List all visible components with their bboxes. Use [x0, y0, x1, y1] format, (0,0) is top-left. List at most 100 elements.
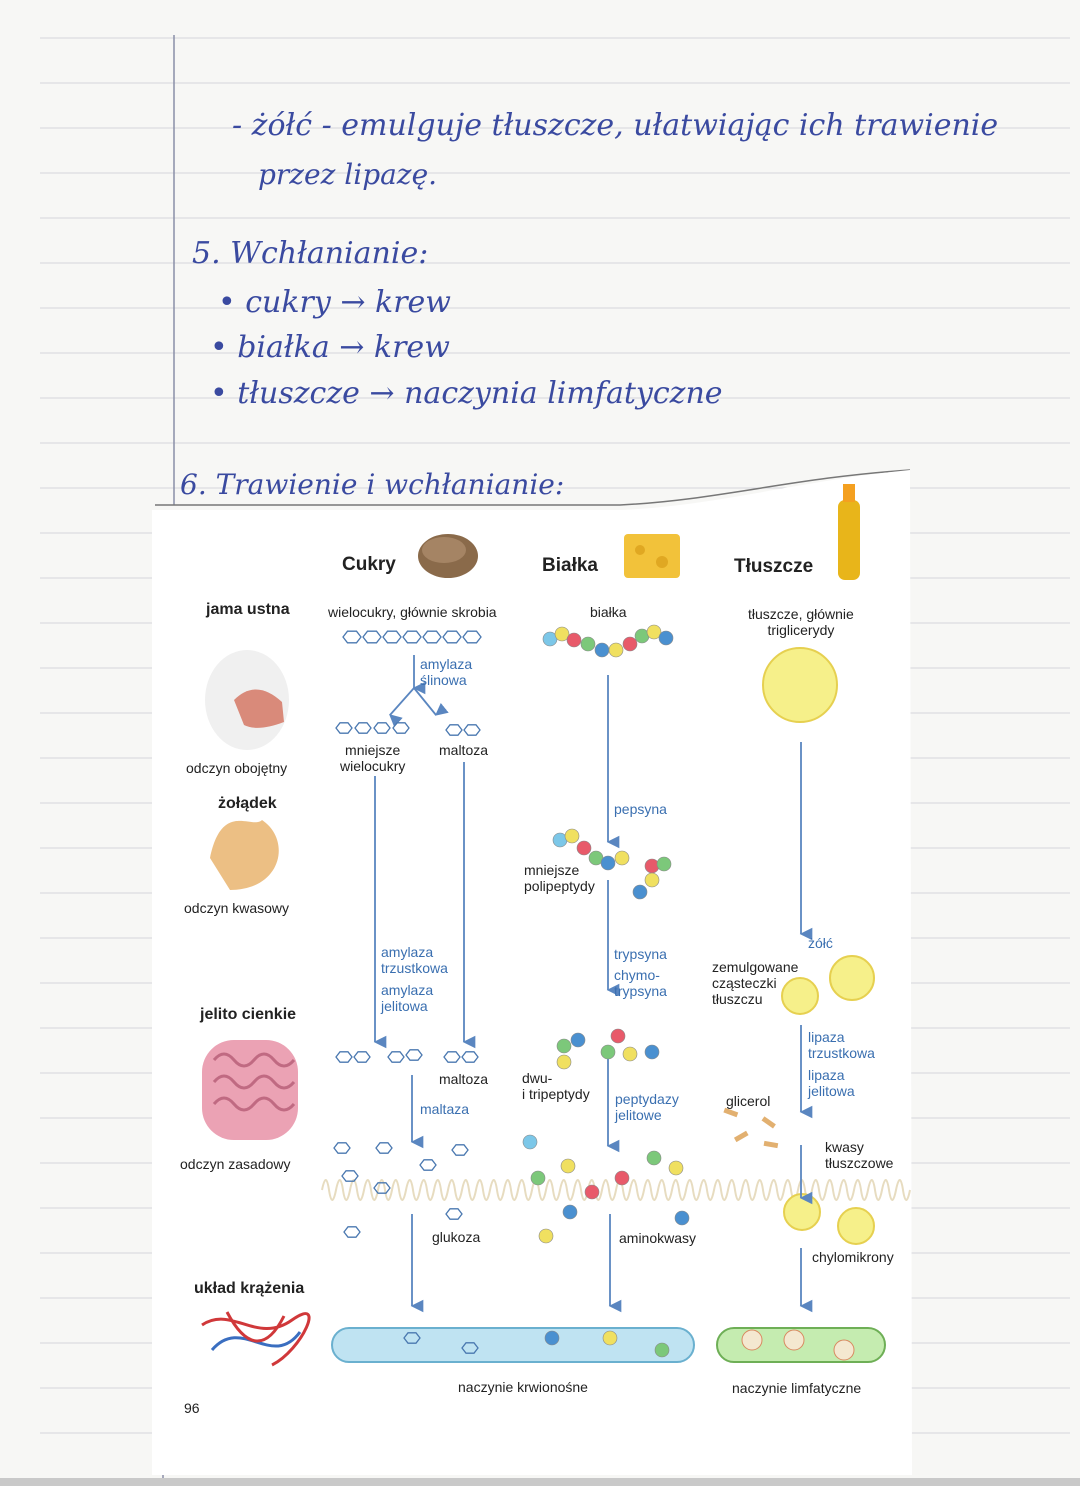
protein-unit	[608, 642, 624, 658]
sugar-unit	[335, 722, 353, 734]
sugar-unit	[373, 722, 391, 734]
amino-acid	[610, 1028, 626, 1044]
protein-unit	[646, 624, 662, 640]
amino-acid	[644, 1044, 660, 1060]
maltose-unit	[461, 1051, 479, 1063]
note-line-1: - żółć - emulguje tłuszcze, ułatwiając i…	[232, 108, 999, 143]
organ-circulation: układ krążenia	[194, 1280, 305, 1297]
proteins-enzyme-1: pepsyna	[614, 801, 667, 817]
proteins-enzyme-3: chymo-trypsyna	[614, 967, 667, 999]
blood-vessels-icon	[201, 1311, 311, 1367]
glucose-unit	[375, 1142, 393, 1154]
glucose-unit	[343, 1226, 361, 1238]
sugar-unit	[354, 722, 372, 734]
protein-unit	[594, 642, 610, 658]
protein-unit	[658, 630, 674, 646]
protein-unit	[566, 632, 582, 648]
organ-stomach: żołądek	[218, 795, 277, 812]
fat-droplet	[762, 647, 838, 723]
lymph-vessel-label: naczynie limfatyczne	[732, 1380, 862, 1396]
stomach-ph: odczyn kwasowy	[184, 900, 290, 916]
amino-acid	[668, 1160, 684, 1176]
organ-intestine: jelito cienkie	[200, 1006, 297, 1023]
amino-acid	[562, 1204, 578, 1220]
maltose-unit	[405, 1049, 423, 1061]
protein-unit	[580, 636, 596, 652]
sugars-enzyme-4: maltaza	[420, 1101, 470, 1117]
stomach-icon	[210, 820, 279, 890]
maltose-unit	[463, 724, 481, 736]
polypeptide-unit	[656, 856, 672, 872]
section-6-title: 6. Trawienie i wchłanianie:	[180, 468, 565, 501]
amino-acid	[556, 1054, 572, 1070]
maltose-unit	[443, 1051, 461, 1063]
page-number: 96	[184, 1400, 200, 1416]
amino-acid	[674, 1210, 690, 1226]
polypeptide-unit	[576, 840, 592, 856]
glucose-unit	[403, 1332, 421, 1344]
maltose-unit	[335, 1051, 353, 1063]
amino-acid	[646, 1150, 662, 1166]
header-fats: Tłuszcze	[734, 556, 814, 577]
polypeptide-unit	[614, 850, 630, 866]
amino-acid	[556, 1038, 572, 1054]
mouth-ph: odczyn obojętny	[186, 760, 288, 776]
amino-acid	[622, 1046, 638, 1062]
glucose-unit	[445, 1208, 463, 1220]
glucose-unit	[341, 1170, 359, 1182]
starch-unit	[462, 630, 482, 644]
glucose-unit	[419, 1159, 437, 1171]
sugars-final: glukoza	[432, 1229, 481, 1245]
proteins-final: aminokwasy	[619, 1230, 697, 1246]
amino-acid	[614, 1170, 630, 1186]
amino-acid	[560, 1158, 576, 1174]
proteins-product-2: dwu-i tripeptydy	[522, 1070, 590, 1102]
blood-vessel-label: naczynie krwionośne	[458, 1379, 588, 1395]
organ-mouth: jama ustna	[206, 601, 290, 618]
chylomicron	[783, 1193, 821, 1231]
amino-acid	[602, 1330, 618, 1346]
amino-acid	[530, 1170, 546, 1186]
section-5-item-1: • cukry → krew	[218, 285, 451, 320]
starch-unit	[442, 630, 462, 644]
header-sugars: Cukry	[342, 554, 396, 575]
polypeptide-unit	[564, 828, 580, 844]
starch-unit	[382, 630, 402, 644]
glucose-unit	[461, 1342, 479, 1354]
section-5-item-3: • tłuszcze → naczynia limfatyczne	[210, 376, 723, 411]
sugar-unit	[392, 722, 410, 734]
polypeptide-unit	[644, 858, 660, 874]
sugars-product-2: maltoza	[439, 742, 489, 758]
glucose-unit	[451, 1144, 469, 1156]
polypeptide-unit	[600, 855, 616, 871]
proteins-start: białka	[590, 604, 627, 620]
maltose-unit	[353, 1051, 371, 1063]
digestion-diagram: Cukry Białka Tłuszcze jama ustna odczyn …	[152, 470, 917, 1475]
amino-acid	[570, 1032, 586, 1048]
protein-unit	[622, 636, 638, 652]
sugars-product-3: maltoza	[439, 1071, 489, 1087]
amino-acid	[544, 1330, 560, 1346]
sugars-start: wielocukry, głównie skrobia	[328, 604, 497, 620]
flow-arrows	[373, 655, 813, 1313]
fats-final: chylomikrony	[812, 1249, 894, 1265]
oil-bottle-icon	[838, 500, 860, 580]
diagram-graphics	[152, 470, 912, 1475]
note-line-2: przez lipazę.	[258, 158, 438, 191]
proteins-enzyme-2: trypsyna	[614, 946, 667, 962]
section-5-title: 5. Wchłanianie:	[192, 236, 429, 271]
intestine-icon	[202, 1040, 298, 1140]
fats-bile: żółć	[808, 935, 833, 951]
intestine-ph: odczyn zasadowy	[180, 1156, 291, 1172]
